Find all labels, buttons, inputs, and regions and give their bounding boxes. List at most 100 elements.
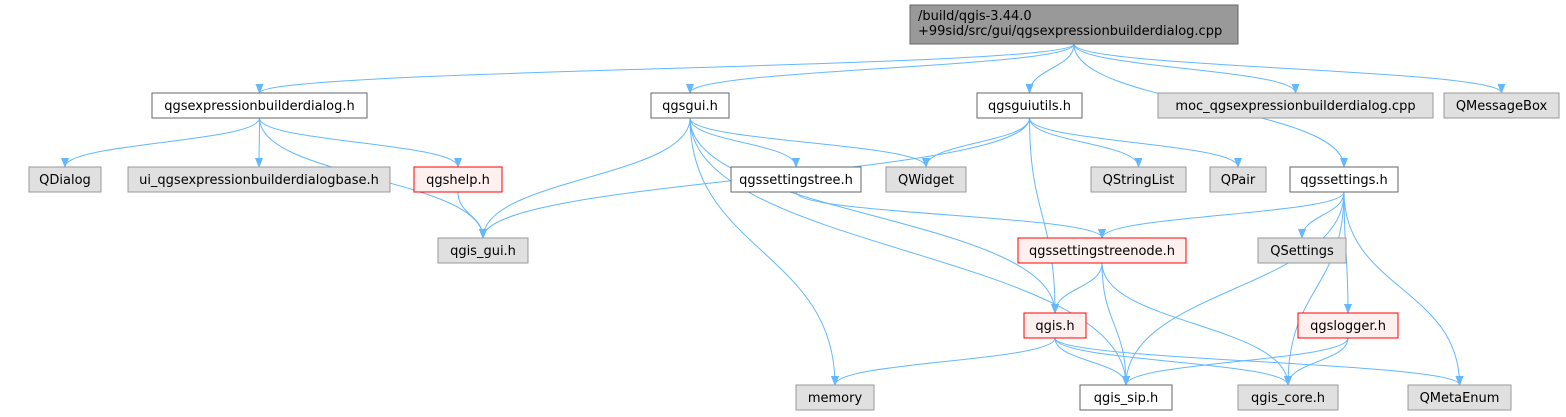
node-qmetaenum[interactable]: QMetaEnum (1407, 384, 1512, 411)
node-label: QStringList (1103, 173, 1175, 188)
node-memory[interactable]: memory (795, 384, 875, 411)
node-box (1237, 384, 1339, 411)
node-box (650, 92, 730, 119)
node-label: moc_qgsexpressionbuilderdialog.cpp (1175, 99, 1415, 114)
node-qgshelp_h[interactable]: qgshelp.h (413, 166, 503, 193)
edge-qgis_h-to-qgis_core_h (1054, 337, 1292, 386)
edge-qgsexpressionbuilderdialog_h-to-ui_base_h (255, 117, 264, 168)
node-box (1079, 384, 1173, 411)
node-qgssettingstreenode_h[interactable]: qgssettingstreenode.h (1017, 237, 1187, 264)
node-box (1289, 166, 1399, 193)
node-qgis_gui_h[interactable]: qgis_gui.h (437, 237, 529, 264)
node-label: qgis.h (1035, 319, 1074, 334)
node-qgsexpressionbuilderdialog_h[interactable]: qgsexpressionbuilderdialog.h (151, 92, 368, 119)
node-box (909, 4, 1239, 45)
edge-qgis_h-to-memory (831, 337, 1056, 386)
node-root[interactable]: /build/qgis-3.44.0+99sid/src/gui/qgsexpr… (909, 4, 1239, 45)
node-box (795, 384, 875, 411)
node-label: qgsguiutils.h (988, 99, 1071, 114)
edge-qgsguiutils_h-to-qstringlist (1029, 117, 1143, 168)
node-qwidget[interactable]: QWidget (885, 166, 967, 193)
edge-qgsexpressionbuilderdialog_h-to-qdialog (61, 117, 260, 168)
node-label: qgslogger.h (1310, 319, 1386, 334)
edge-qgsgui_h-to-memory (689, 117, 839, 386)
edge-qgsguiutils_h-to-qpair (1029, 117, 1242, 168)
node-qgis_sip_h[interactable]: qgis_sip.h (1079, 384, 1173, 411)
node-box (1017, 237, 1187, 264)
edge-qgssettingstreenode_h-to-qgis_h (1051, 262, 1103, 314)
edge-qgsguiutils_h-to-qgis_h (1029, 117, 1059, 314)
node-box (437, 237, 529, 264)
edge-qgslogger_h-to-qgis_sip_h (1122, 337, 1349, 386)
node-box (1297, 312, 1399, 339)
edge-qgsgui_h-to-qgis_sip_h (689, 117, 1130, 386)
edge-qgsgui_h-to-qgssettingstree_h (689, 117, 800, 168)
node-label: qgssettings.h (1300, 173, 1388, 188)
node-label: memory (808, 391, 863, 406)
edge-qgssettingstreenode_h-to-qgis_core_h (1101, 262, 1292, 386)
node-ui_base_h[interactable]: ui_qgsexpressionbuilderdialogbase.h (127, 166, 391, 193)
node-label: qgshelp.h (426, 173, 490, 188)
node-box (885, 166, 967, 193)
node-qgslogger_h[interactable]: qgslogger.h (1297, 312, 1399, 339)
node-label: QWidget (898, 173, 954, 188)
node-qmessagebox[interactable]: QMessageBox (1443, 92, 1560, 119)
edge-qgslogger_h-to-qgis_core_h (1284, 337, 1349, 386)
edge-root-to-qgsexpressionbuilderdialog_h (255, 43, 1075, 94)
edge-qgssettings_h-to-qgis_sip_h (1122, 191, 1345, 386)
node-box (1090, 166, 1187, 193)
node-box (1209, 166, 1267, 193)
edge-qgshelp_h-to-qgis_gui_h (457, 191, 487, 239)
edge-qgsgui_h-to-qgis_gui_h (479, 117, 691, 239)
node-qdialog[interactable]: QDialog (28, 166, 102, 193)
node-box (28, 166, 102, 193)
node-label: QPair (1221, 173, 1256, 188)
edge-qgssettings_h-to-qmetaenum (1343, 191, 1464, 386)
node-label: /build/qgis-3.44.0 (918, 9, 1032, 24)
edge-qgis_h-to-qmetaenum (1054, 337, 1464, 386)
edge-qgsgui_h-to-qgis_h (689, 117, 1059, 314)
node-qstringlist[interactable]: QStringList (1090, 166, 1187, 193)
node-qgis_core_h[interactable]: qgis_core.h (1237, 384, 1339, 411)
edge-root-to-qmessagebox (1073, 43, 1506, 94)
node-label: QSettings (1270, 244, 1334, 259)
edge-qgssettings_h-to-qgssettingstreenode_h (1098, 191, 1345, 239)
node-box (1443, 92, 1560, 119)
node-label: qgis_sip.h (1094, 391, 1158, 406)
node-label: qgis_core.h (1251, 391, 1325, 406)
edge-qgssettings_h-to-qgis_core_h (1284, 191, 1345, 386)
node-box (151, 92, 368, 119)
edge-qgsguiutils_h-to-qwidget (922, 117, 1030, 168)
node-qsettings[interactable]: QSettings (1257, 237, 1347, 264)
edge-qgsgui_h-to-qwidget (689, 117, 930, 168)
node-qpair[interactable]: QPair (1209, 166, 1267, 193)
node-label: QMessageBox (1456, 99, 1548, 114)
node-qgssettingstree_h[interactable]: qgssettingstree.h (730, 166, 862, 193)
node-label: QDialog (39, 173, 91, 188)
node-label: +99sid/src/gui/qgsexpressionbuilderdialo… (918, 24, 1222, 39)
node-box (976, 92, 1083, 119)
node-label: qgssettingstreenode.h (1029, 244, 1175, 259)
node-qgsgui_h[interactable]: qgsgui.h (650, 92, 730, 119)
edge-root-to-qgsgui_h (686, 43, 1075, 94)
edge-qgssettingstreenode_h-to-qgis_sip_h (1101, 262, 1130, 386)
node-label: qgssettingstree.h (739, 173, 853, 188)
edge-qgis_h-to-qgis_sip_h (1054, 337, 1130, 386)
node-label: ui_qgsexpressionbuilderdialogbase.h (139, 173, 379, 188)
node-box (1407, 384, 1512, 411)
edge-root-to-qgsguiutils_h (1025, 43, 1075, 94)
node-moc_cpp[interactable]: moc_qgsexpressionbuilderdialog.cpp (1157, 92, 1434, 119)
node-qgsguiutils_h[interactable]: qgsguiutils.h (976, 92, 1083, 119)
node-qgssettings_h[interactable]: qgssettings.h (1289, 166, 1399, 193)
node-label: qgsexpressionbuilderdialog.h (164, 99, 355, 114)
edge-qgssettingstree_h-to-qgssettingstreenode_h (795, 191, 1106, 239)
node-label: qgsgui.h (662, 99, 718, 114)
node-box (1257, 237, 1347, 264)
node-label: QMetaEnum (1420, 391, 1500, 406)
node-qgis_h[interactable]: qgis.h (1023, 312, 1087, 339)
edge-root-to-moc_cpp (1073, 43, 1300, 94)
edge-qgsexpressionbuilderdialog_h-to-qgshelp_h (259, 117, 462, 168)
node-box (730, 166, 862, 193)
node-box (1157, 92, 1434, 119)
